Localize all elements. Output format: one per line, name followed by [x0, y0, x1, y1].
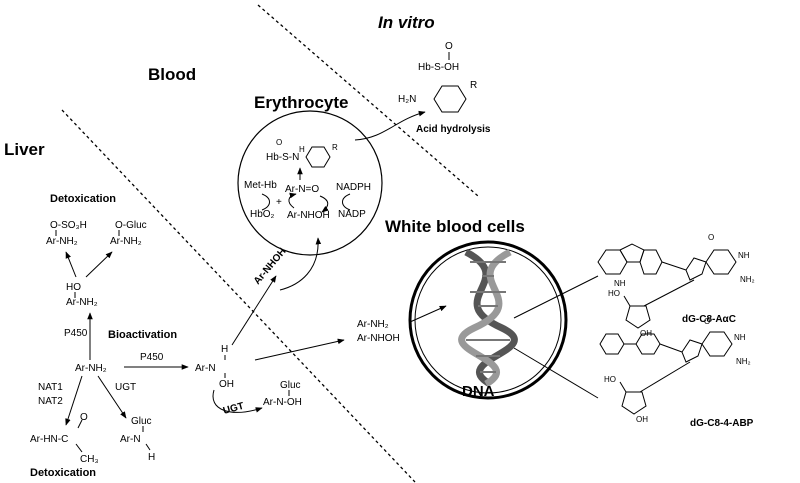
to-white-blood-cells-arrow: [254, 338, 345, 361]
dna-helix-icon: [458, 248, 518, 388]
blood-label: Blood: [148, 65, 196, 84]
acetylation-arrow: [65, 375, 83, 426]
aac-nh2-atom: NH₂: [740, 275, 755, 284]
acid-hydrolysis-label: Acid hydrolysis: [416, 124, 491, 135]
to-glucuronide-arrow: [85, 251, 113, 278]
aac-o-atom: O: [708, 233, 714, 242]
nitroso-arene: Ar-N=O: [285, 184, 319, 195]
amine-h2n: H₂N: [398, 94, 416, 105]
n-o-glucuronide: Ar-N-OH: [263, 397, 302, 408]
n-hydroxy-arylamine: Ar-N: [195, 363, 216, 374]
aac-ho-atom: HO: [608, 289, 620, 298]
gluc-ar-nh2: Ar-NH₂: [110, 236, 142, 247]
to-blood-arrow: [231, 275, 277, 346]
white-blood-cells-label: White blood cells: [385, 217, 525, 236]
adduct-aac-label: dG-C8-AαC: [682, 314, 736, 325]
bioactivation-label: Bioactivation: [108, 329, 177, 341]
abp-ho-atom: HO: [604, 375, 616, 384]
methyl-bond: [75, 443, 83, 453]
liver-blood-divider: [61, 109, 416, 483]
dna-label: DNA: [462, 383, 495, 400]
transport-ar-nhoh: Ar-NHOH: [357, 333, 400, 344]
callout-line-abp: [513, 347, 599, 399]
reduction-arrow: [319, 195, 329, 213]
hbo2: HbO₂: [250, 209, 275, 220]
adduct-h: H: [299, 145, 305, 154]
dg-c8-aac-structure: [597, 243, 737, 329]
n-hydroxy-h: H: [221, 344, 228, 355]
abp-o-atom: O: [704, 317, 710, 326]
detoxication-bottom-label: Detoxication: [30, 467, 96, 479]
erythrocyte-cell: [237, 110, 383, 256]
acetyl-ch3: CH₃: [80, 454, 99, 465]
abp-nh-atom: NH: [734, 333, 746, 342]
ar-nhoh-transport-label: Ar-NHOH: [252, 246, 289, 287]
sulfinyl-o: O: [445, 41, 453, 52]
aac-nh-ring: NH: [738, 251, 750, 260]
oxidation-arrow: [288, 192, 297, 209]
nat2-label: NAT2: [38, 396, 63, 407]
adduct-abp-label: dG-C8-4-ABP: [690, 418, 754, 429]
n-glucuronidation-arrow: [97, 375, 127, 419]
sulfate-ar-nh2: Ar-NH₂: [46, 236, 78, 247]
nadph-cycle-arc: [342, 193, 351, 211]
into-white-blood-cell-arrow: [409, 305, 447, 323]
benzene-ring-erythrocyte: [305, 146, 331, 168]
in-vitro-label: In vitro: [378, 13, 435, 32]
white-blood-cell-outer: [408, 240, 568, 400]
white-blood-cell-inner: [414, 246, 562, 394]
o-gluc-label: Gluc: [280, 380, 301, 391]
parent-ar-nh2: Ar-NH₂: [75, 363, 107, 374]
hydroxy-ho: HO: [66, 282, 81, 293]
abp-oh-atom: OH: [636, 415, 648, 424]
nadp: NADP: [338, 209, 366, 220]
acetyl-o: O: [80, 412, 88, 423]
acetyl-ar-hn-c: Ar-HN-C: [30, 434, 68, 445]
carbonyl-bond: [77, 419, 83, 429]
ugt-bottom-label: UGT: [222, 401, 245, 417]
detoxication-top-label: Detoxication: [50, 193, 116, 205]
erythrocyte-label: Erythrocyte: [254, 93, 348, 112]
dg-c8-4-abp-structure: [599, 331, 733, 415]
gluc-o-gluc: O-Gluc: [115, 220, 147, 231]
liver-label: Liver: [4, 140, 45, 159]
adduct-r: R: [332, 143, 338, 152]
r-group-invitro: R: [470, 80, 477, 91]
nadph: NADPH: [336, 182, 371, 193]
ugt-o-glucuronidation-arrow: [212, 389, 263, 413]
transport-ar-nh2: Ar-NH₂: [357, 319, 389, 330]
callout-line-aac: [513, 275, 599, 319]
ugt-left-label: UGT: [115, 382, 136, 393]
blood-invitro-divider: [257, 4, 479, 197]
hb-sulfinic-acid: Hb-S-OH: [418, 62, 459, 73]
hydrolysis-arrow: [354, 110, 426, 141]
ngluc-label: Gluc: [131, 416, 152, 427]
n-hydroxy-oh: OH: [219, 379, 234, 390]
hydroxy-ar-nh2: Ar-NH₂: [66, 297, 98, 308]
hb-sulfinamide-adduct: Hb-S-N: [266, 152, 299, 163]
p450-right-label: P450: [140, 352, 164, 363]
adduct-o: O: [276, 138, 282, 147]
abp-nh2-atom: NH₂: [736, 357, 751, 366]
erythrocyte-hydroxylamine: Ar-NHOH: [287, 210, 330, 221]
ngluc-h-bond: [145, 443, 151, 451]
p450-up-label: P450: [64, 328, 88, 339]
plus-sign: +: [276, 197, 282, 208]
benzene-ring-invitro: [433, 85, 467, 113]
met-hb: Met-Hb: [244, 180, 277, 191]
nat1-label: NAT1: [38, 382, 63, 393]
sulfate-o-so3h: O-SO₃H: [50, 220, 87, 231]
ar-nhoh-to-erythrocyte-arrow: [279, 237, 322, 291]
ngluc-ar-n: Ar-N: [120, 434, 141, 445]
methb-cycle-arc: [261, 193, 270, 211]
ngluc-h: H: [148, 452, 155, 463]
to-sulfate-arrow: [65, 251, 77, 278]
aac-nh-atom: NH: [614, 279, 626, 288]
